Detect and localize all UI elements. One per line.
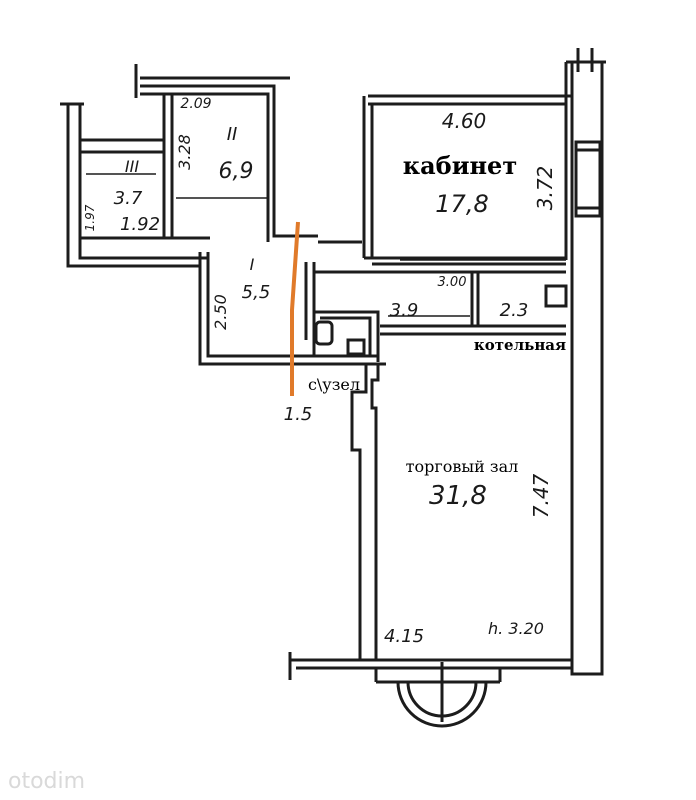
cabinet-label: кабинет xyxy=(403,151,517,180)
room2-numeral: II xyxy=(227,124,238,145)
walls xyxy=(60,48,606,684)
watermark: otodim xyxy=(8,769,85,794)
boiler-extra: 3.9 xyxy=(390,300,419,321)
hall-depth: 7.47 xyxy=(529,473,553,518)
room3-depth: 1.97 xyxy=(83,204,97,231)
cabinet-width: 4.60 xyxy=(442,109,487,133)
boiler-width: 3.00 xyxy=(438,275,467,290)
room2-width: 2.09 xyxy=(180,96,211,112)
room2-depth: 3.28 xyxy=(175,134,194,170)
room2-area: 6,9 xyxy=(219,159,254,184)
hall-label: торговый зал xyxy=(406,457,519,476)
room1-numeral: I xyxy=(250,255,255,274)
hall-width: 4.15 xyxy=(384,626,424,647)
dimension-ticks xyxy=(86,173,566,317)
cabinet-area: 17,8 xyxy=(435,190,488,218)
wc-area: 1.5 xyxy=(284,404,313,425)
boiler-area: 2.3 xyxy=(500,300,529,321)
room3-width: 1.92 xyxy=(120,214,160,235)
room1-depth: 2.50 xyxy=(211,294,230,330)
wc-label: с\узел xyxy=(308,375,360,394)
hall-ceiling-height: h. 3.20 xyxy=(488,619,544,638)
room3-area: 3.7 xyxy=(114,188,143,209)
cabinet-depth: 3.72 xyxy=(533,166,557,211)
partition-marker xyxy=(290,221,300,396)
boiler-label: котельная xyxy=(474,336,566,354)
entrance-porch xyxy=(396,662,488,728)
hall-area: 31,8 xyxy=(429,481,487,511)
room3-numeral: III xyxy=(125,157,139,176)
room1-area: 5,5 xyxy=(242,282,271,303)
